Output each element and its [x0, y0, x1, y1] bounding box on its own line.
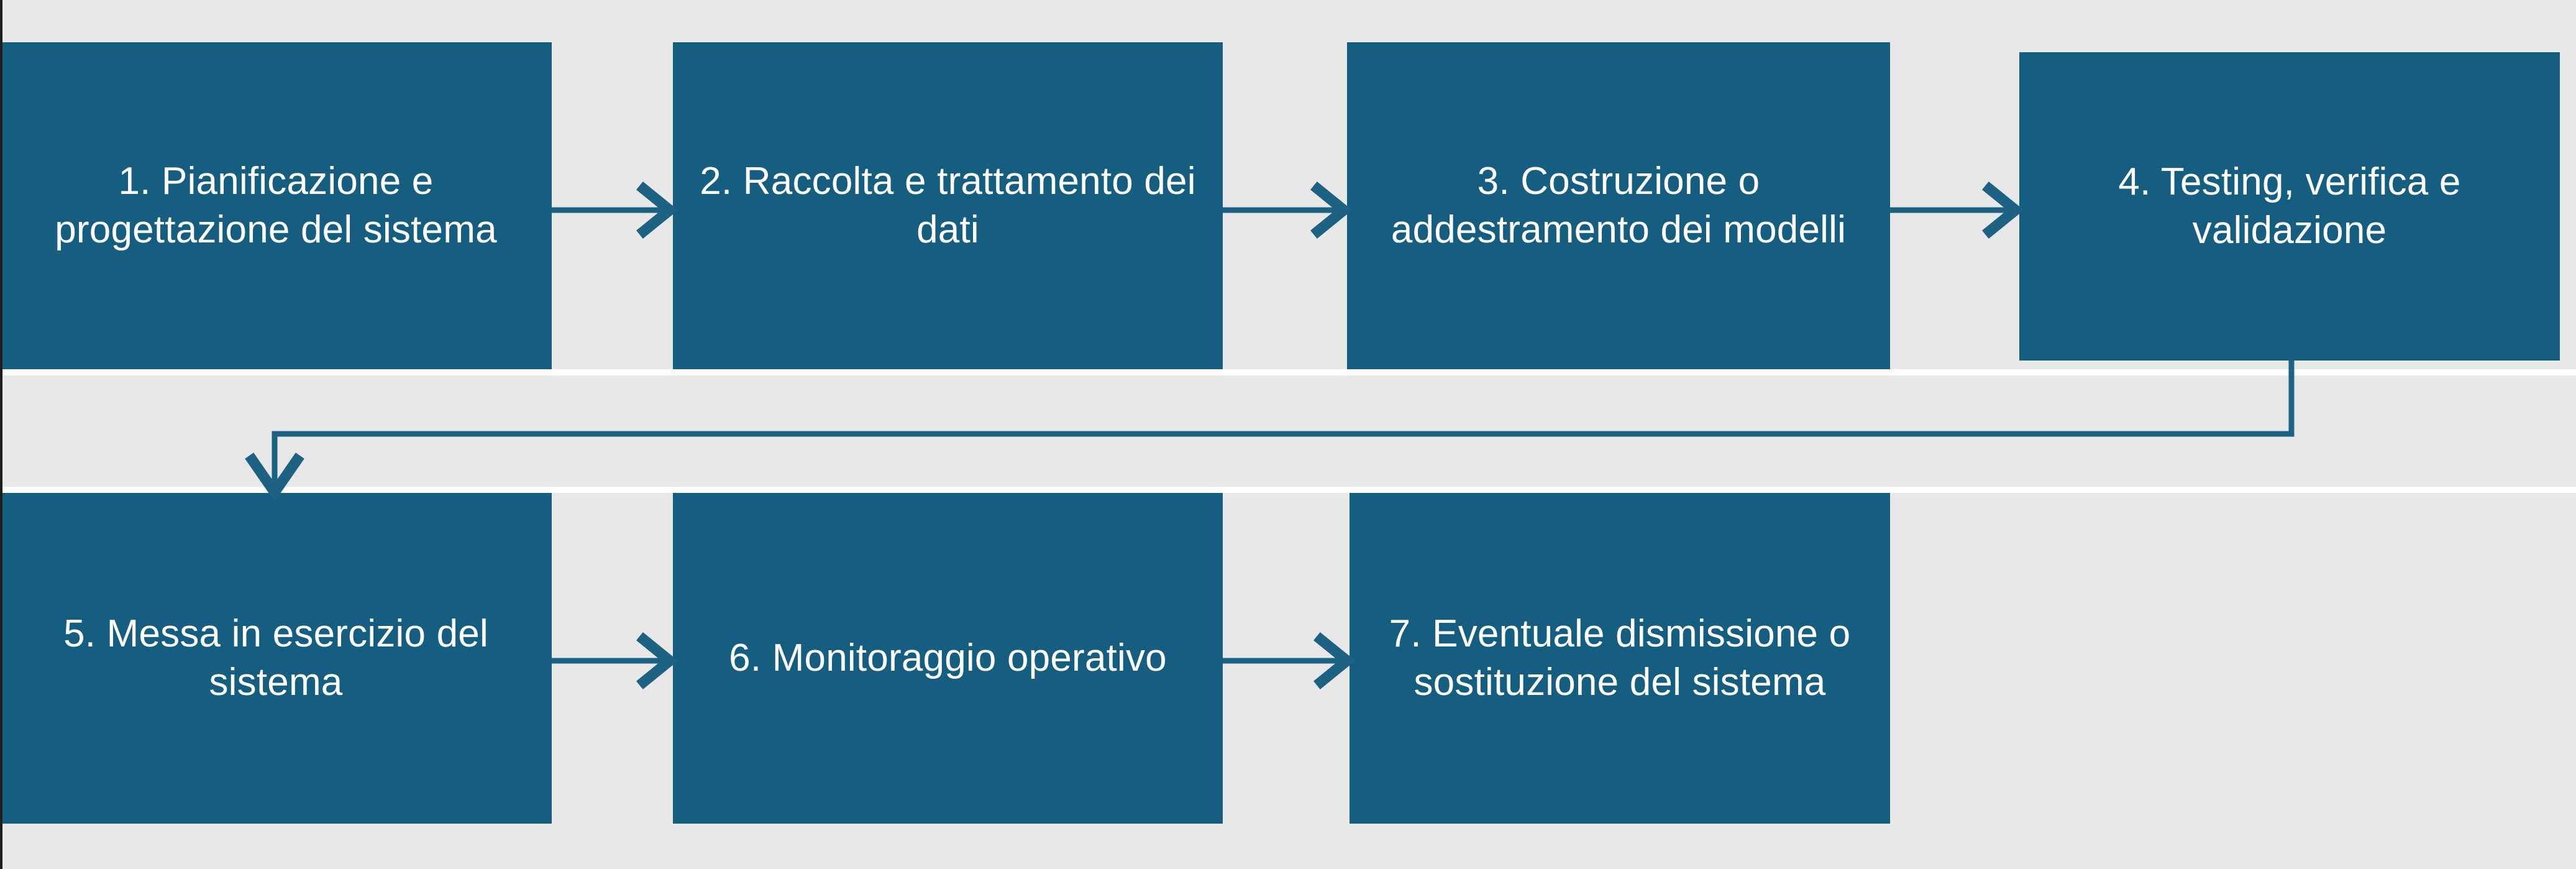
row-gap-top — [0, 369, 2576, 375]
arrow-right-icon — [636, 632, 678, 689]
node-step-3-label: 3. Costruzione o addestramento dei model… — [1391, 159, 1847, 251]
arrow-right-icon — [636, 182, 678, 239]
arrow-down-icon — [245, 453, 304, 502]
connector-step-1-to-2 — [552, 182, 678, 239]
connector-step-6-to-7 — [1223, 632, 1356, 689]
node-step-6[interactable]: 6. Monitoraggio operativo — [673, 493, 1223, 824]
connector-step-2-to-3 — [1223, 182, 1353, 239]
arrow-right-icon — [1313, 632, 1356, 689]
connector-step-3-to-4 — [1890, 182, 2024, 239]
node-step-7-label: 7. Eventuale dismissione o sostituzione … — [1389, 612, 1851, 704]
node-step-3[interactable]: 3. Costruzione o addestramento dei model… — [1347, 42, 1890, 369]
connector-step-4-to-5 — [245, 361, 2295, 502]
slide-edge-rule — [0, 0, 2, 869]
node-step-2[interactable]: 2. Raccolta e trattamento dei dati — [673, 42, 1223, 369]
node-step-6-label: 6. Monitoraggio operativo — [729, 636, 1167, 679]
node-step-5[interactable]: 5. Messa in esercizio del sistema — [0, 493, 552, 824]
node-step-1[interactable]: 1. Pianificazione e progettazione del si… — [0, 42, 552, 369]
connector-step-5-to-6 — [552, 632, 678, 689]
row-gap-bottom — [0, 487, 2576, 493]
node-step-4-label: 4. Testing, verifica e validazione — [2118, 160, 2461, 252]
node-step-2-label: 2. Raccolta e trattamento dei dati — [700, 159, 1196, 251]
node-step-7[interactable]: 7. Eventuale dismissione o sostituzione … — [1350, 493, 1890, 824]
node-step-5-label: 5. Messa in esercizio del sistema — [63, 612, 488, 704]
node-step-4[interactable]: 4. Testing, verifica e validazione — [2019, 52, 2560, 361]
arrow-right-icon — [1310, 182, 1353, 239]
arrow-right-icon — [1982, 182, 2024, 239]
node-step-1-label: 1. Pianificazione e progettazione del si… — [55, 159, 497, 251]
